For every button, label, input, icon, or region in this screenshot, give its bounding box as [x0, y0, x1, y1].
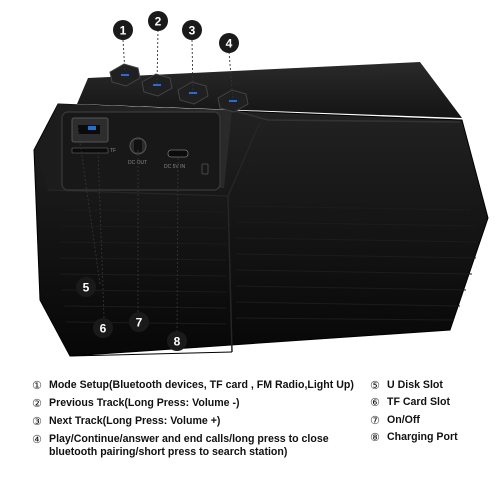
button-mode[interactable]	[109, 63, 141, 87]
legend-item-mode: ① Mode Setup(Bluetooth devices, TF card …	[32, 379, 354, 392]
legend-item-next: ③ Next Track(Long Press: Volume +)	[32, 415, 221, 428]
legend-item-play: ④ Play/Continue/answer and end calls/lon…	[32, 433, 329, 459]
leader-lines	[77, 29, 234, 337]
button-previous[interactable]	[141, 73, 173, 97]
tf-label: TF	[110, 148, 116, 154]
control-buttons	[109, 63, 249, 113]
svg-text:6: 6	[100, 322, 107, 336]
legend-item-u-disk: ⑤ U Disk Slot	[370, 379, 443, 392]
svg-text:8: 8	[174, 335, 181, 349]
port-panel: TF DC OUT DC 5V IN	[61, 111, 221, 191]
svg-text:3: 3	[189, 24, 196, 38]
legend-controls: ① Mode Setup(Bluetooth devices, TF card …	[32, 379, 362, 464]
svg-text:2: 2	[155, 15, 162, 29]
legend-ports: ⑤ U Disk Slot ⑥ TF Card Slot ⑦ On/Off ⑧ …	[370, 379, 498, 448]
legend-item-charging: ⑧ Charging Port	[370, 430, 458, 444]
callout-8: 8	[167, 331, 187, 351]
legend-item-tf-card: ⑥ TF Card Slot	[370, 396, 450, 410]
svg-text:1: 1	[120, 24, 127, 38]
tf-slot	[71, 147, 109, 154]
callout-5: 5	[76, 277, 96, 297]
charging-port	[167, 149, 189, 158]
charging-label: DC 5V IN	[164, 164, 186, 170]
callout-3: 3	[182, 20, 202, 40]
callout-4: 4	[219, 33, 239, 53]
svg-text:4: 4	[226, 37, 233, 51]
svg-text:5: 5	[83, 281, 90, 295]
legend-item-previous: ② Previous Track(Long Press: Volume -)	[32, 397, 240, 410]
callout-2: 2	[148, 11, 168, 31]
legend-item-on-off: ⑦ On/Off	[370, 413, 420, 427]
speaker-body	[33, 62, 489, 357]
speaker-top-face	[77, 62, 462, 118]
callout-6: 6	[93, 318, 113, 338]
button-next[interactable]	[177, 81, 209, 105]
svg-text:7: 7	[136, 316, 143, 330]
callout-7: 7	[129, 312, 149, 332]
callout-1: 1	[113, 20, 133, 40]
button-play[interactable]	[217, 89, 249, 113]
